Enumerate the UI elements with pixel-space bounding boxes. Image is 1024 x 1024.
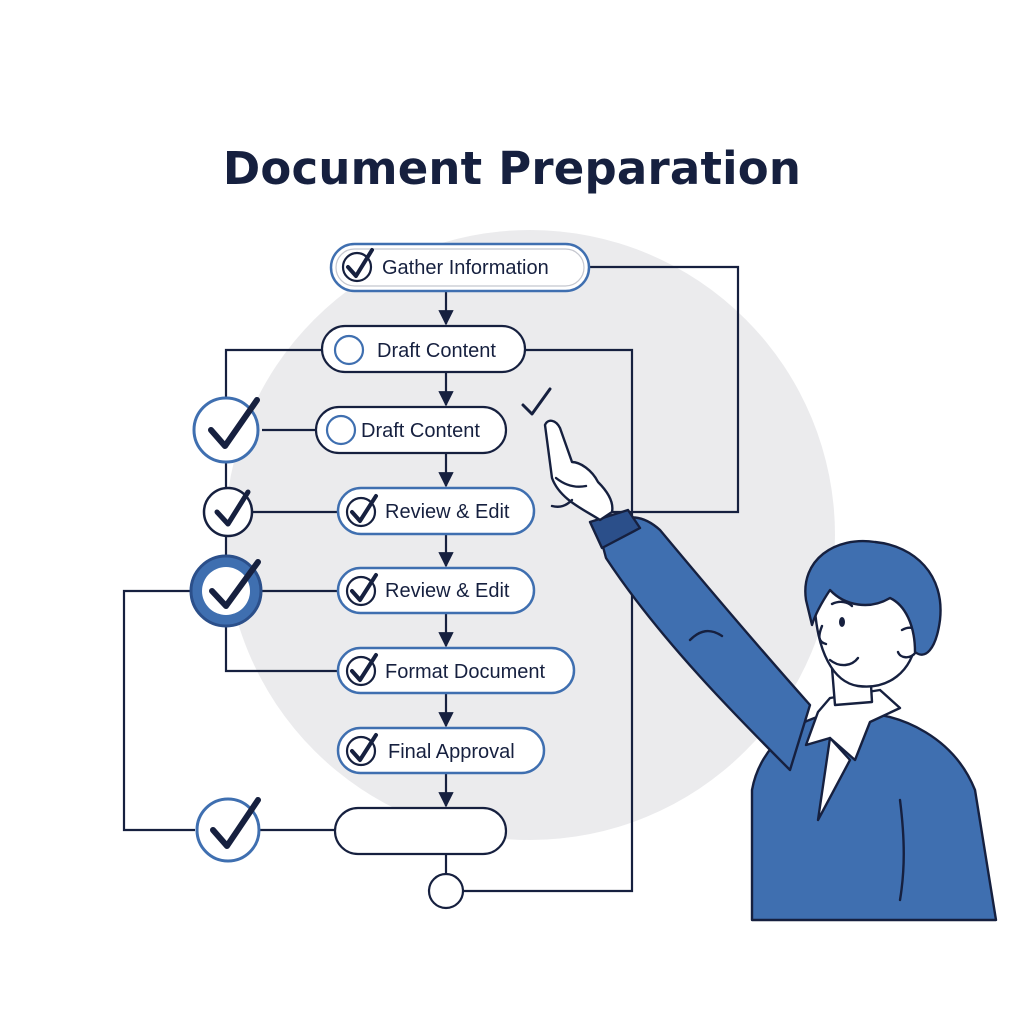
loop-left-outer bbox=[122, 589, 195, 832]
step-draft-content-1: Draft Content bbox=[320, 324, 527, 374]
side-check-a bbox=[192, 396, 260, 464]
person-thumb bbox=[550, 498, 574, 508]
step-label: Review & Edit bbox=[385, 501, 510, 523]
person-finger-fold bbox=[554, 476, 588, 488]
step-gather-information: Gather Information bbox=[329, 242, 591, 293]
end-node-circle bbox=[427, 872, 465, 910]
person-hair bbox=[804, 539, 942, 656]
person-arm bbox=[596, 516, 812, 772]
empty-circle-icon bbox=[325, 414, 357, 446]
step-label: Format Document bbox=[385, 661, 545, 683]
check-icon bbox=[345, 494, 378, 528]
connector-lines bbox=[122, 265, 740, 893]
check-icon bbox=[214, 489, 251, 527]
person-arm-fold bbox=[688, 629, 724, 642]
loop-draft-right bbox=[464, 348, 634, 893]
check-icon bbox=[208, 397, 260, 449]
pointing-person-illustration bbox=[543, 419, 998, 922]
step-label: Draft Content bbox=[361, 420, 480, 442]
person-shirt-v bbox=[816, 736, 852, 822]
step-review-edit-1: Review & Edit bbox=[336, 486, 536, 536]
person-sweater-fold bbox=[898, 798, 905, 902]
step-label: Draft Content bbox=[377, 340, 496, 362]
loop-gather-right bbox=[589, 265, 740, 514]
check-icon bbox=[345, 653, 378, 687]
check-icon bbox=[341, 248, 374, 283]
step-label: Final Approval bbox=[388, 741, 515, 763]
step-label: Review & Edit bbox=[385, 580, 510, 602]
step-review-edit-2: Review & Edit bbox=[336, 566, 536, 615]
check-icon bbox=[209, 559, 261, 609]
step-format-document: Format Document bbox=[336, 646, 576, 695]
check-icon bbox=[345, 573, 378, 607]
person-nose bbox=[818, 624, 828, 646]
diagram-title: Document Preparation bbox=[222, 142, 802, 195]
empty-circle-icon bbox=[333, 334, 365, 366]
step-blank bbox=[333, 806, 508, 856]
step-final-approval: Final Approval bbox=[336, 726, 546, 775]
step-draft-content-2: Draft Content bbox=[314, 405, 508, 455]
side-check-c bbox=[189, 554, 263, 628]
side-check-d bbox=[195, 797, 261, 863]
step-label: Gather Information bbox=[382, 257, 549, 279]
floating-check-icon bbox=[521, 387, 552, 416]
check-icon bbox=[210, 797, 261, 849]
side-check-b bbox=[202, 486, 254, 538]
person-brow bbox=[830, 600, 854, 608]
person-smile bbox=[828, 656, 860, 667]
person-eye bbox=[839, 617, 845, 627]
check-icon bbox=[345, 733, 378, 767]
person-hand bbox=[543, 419, 614, 522]
